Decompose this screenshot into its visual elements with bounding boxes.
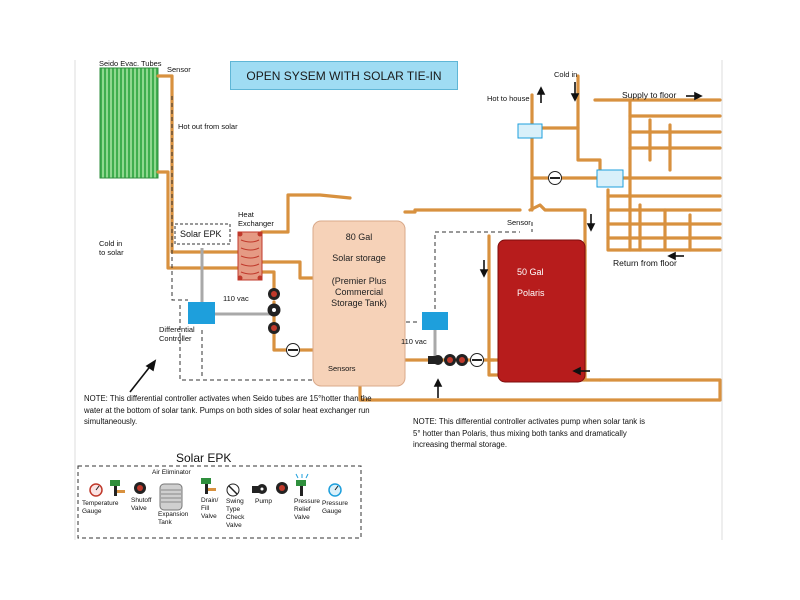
tank80-model-1: (Premier Plus (331, 276, 387, 286)
cold-in-label-1: Cold in (99, 239, 123, 248)
drain-valve-icon-1 (110, 480, 125, 496)
pressure-gauge-icon (328, 483, 342, 497)
shutoff-valve-3[interactable] (444, 354, 456, 366)
differential-controller-right[interactable] (422, 312, 448, 330)
cold-in-top-label: Cold in (554, 70, 578, 79)
tank80-model-3: Storage Tank) (331, 298, 387, 308)
sensor-mid-label: Sensor (507, 218, 531, 227)
check-valve-top[interactable] (548, 171, 562, 185)
sensor-top-label: Sensor (167, 65, 191, 74)
hot-out-label: Hot out from solar (178, 122, 238, 131)
swing-check-valve-icon (226, 483, 240, 497)
shutoff-valve-icon (134, 482, 146, 494)
pump-right[interactable] (428, 355, 443, 365)
pump-icon (252, 484, 267, 494)
shutoff-valve-2[interactable] (268, 322, 280, 334)
mixing-valve-floor[interactable] (596, 169, 624, 188)
drain-fill-valve-icon (201, 478, 216, 494)
solar-epk-box (174, 223, 231, 245)
legend-drain-fill-valve: Drain/ Fill Valve (201, 497, 219, 520)
cold-in-label-2: to solar (99, 248, 124, 257)
vac-right-label: 110 vac (401, 337, 427, 346)
solar-collector (99, 67, 159, 179)
legend-pressure-gauge: Pressure Gauge (322, 500, 349, 515)
pump-left[interactable] (267, 303, 281, 317)
flow-arrows (129, 82, 703, 398)
return-floor-label: Return from floor (613, 258, 677, 268)
shutoff-valve-1[interactable] (268, 288, 280, 300)
tank80-size: 80 Gal (345, 232, 373, 242)
legend-swing-check-valve: Swing Type Check Valve (226, 498, 245, 529)
legend-title: Solar EPK (176, 451, 232, 465)
legend-pressure-relief-valve: Pressure Relief Valve (294, 498, 321, 521)
diff-controller-label-2: Controller (159, 334, 192, 343)
sensors-label: Sensors (328, 364, 356, 373)
heat-exchanger-label-2: Exchanger (238, 219, 274, 228)
collector-label: Seido Evac. Tubes (99, 59, 162, 68)
legend-shutoff-valve: Shutoff Valve (131, 497, 152, 512)
differential-controller-left[interactable] (188, 302, 215, 324)
shutoff-valve-4[interactable] (456, 354, 468, 366)
pressure-relief-valve-icon (295, 473, 309, 496)
shutoff-valve-icon-2 (276, 482, 288, 494)
polaris-size: 50 Gal (517, 267, 544, 277)
legend-pump: Pump (255, 498, 272, 505)
tank80-model-2: Commercial (334, 287, 383, 297)
tank80-title: Solar storage (332, 253, 386, 263)
heat-exchanger (237, 231, 263, 281)
storage-tank-80-gal (312, 220, 406, 387)
polaris-title: Polaris (517, 288, 545, 298)
check-valve-left[interactable] (286, 343, 300, 357)
mixing-valve-house[interactable] (517, 123, 543, 139)
heat-exchanger-label-1: Heat (238, 210, 254, 219)
note-right: NOTE: This differential controller activ… (413, 417, 645, 449)
legend-box (77, 465, 362, 539)
sensor-wiring (171, 96, 533, 381)
temperature-gauge-icon (89, 483, 103, 497)
diagram-title: OPEN SYSEM WITH SOLAR TIE-IN (230, 61, 458, 90)
diff-controller-label-1: Differential (159, 325, 195, 334)
hot-to-house-label: Hot to house (487, 94, 530, 103)
control-wiring (200, 248, 437, 358)
legend-air-eliminator: Air Eliminator (152, 469, 191, 476)
polaris-tank (497, 239, 586, 383)
expansion-tank-icon (159, 483, 183, 511)
page-frame (74, 60, 723, 540)
supply-floor-label: Supply to floor (622, 90, 677, 100)
legend-expansion-tank: Expansion Tank (158, 511, 189, 526)
vac-left-label: 110 vac (223, 294, 249, 303)
note-left: NOTE: This differential controller activ… (84, 394, 372, 426)
check-valve-right[interactable] (470, 353, 484, 367)
legend-temperature-gauge: Temperature Gauge (82, 500, 119, 515)
solar-epk-label: Solar EPK (180, 229, 222, 239)
